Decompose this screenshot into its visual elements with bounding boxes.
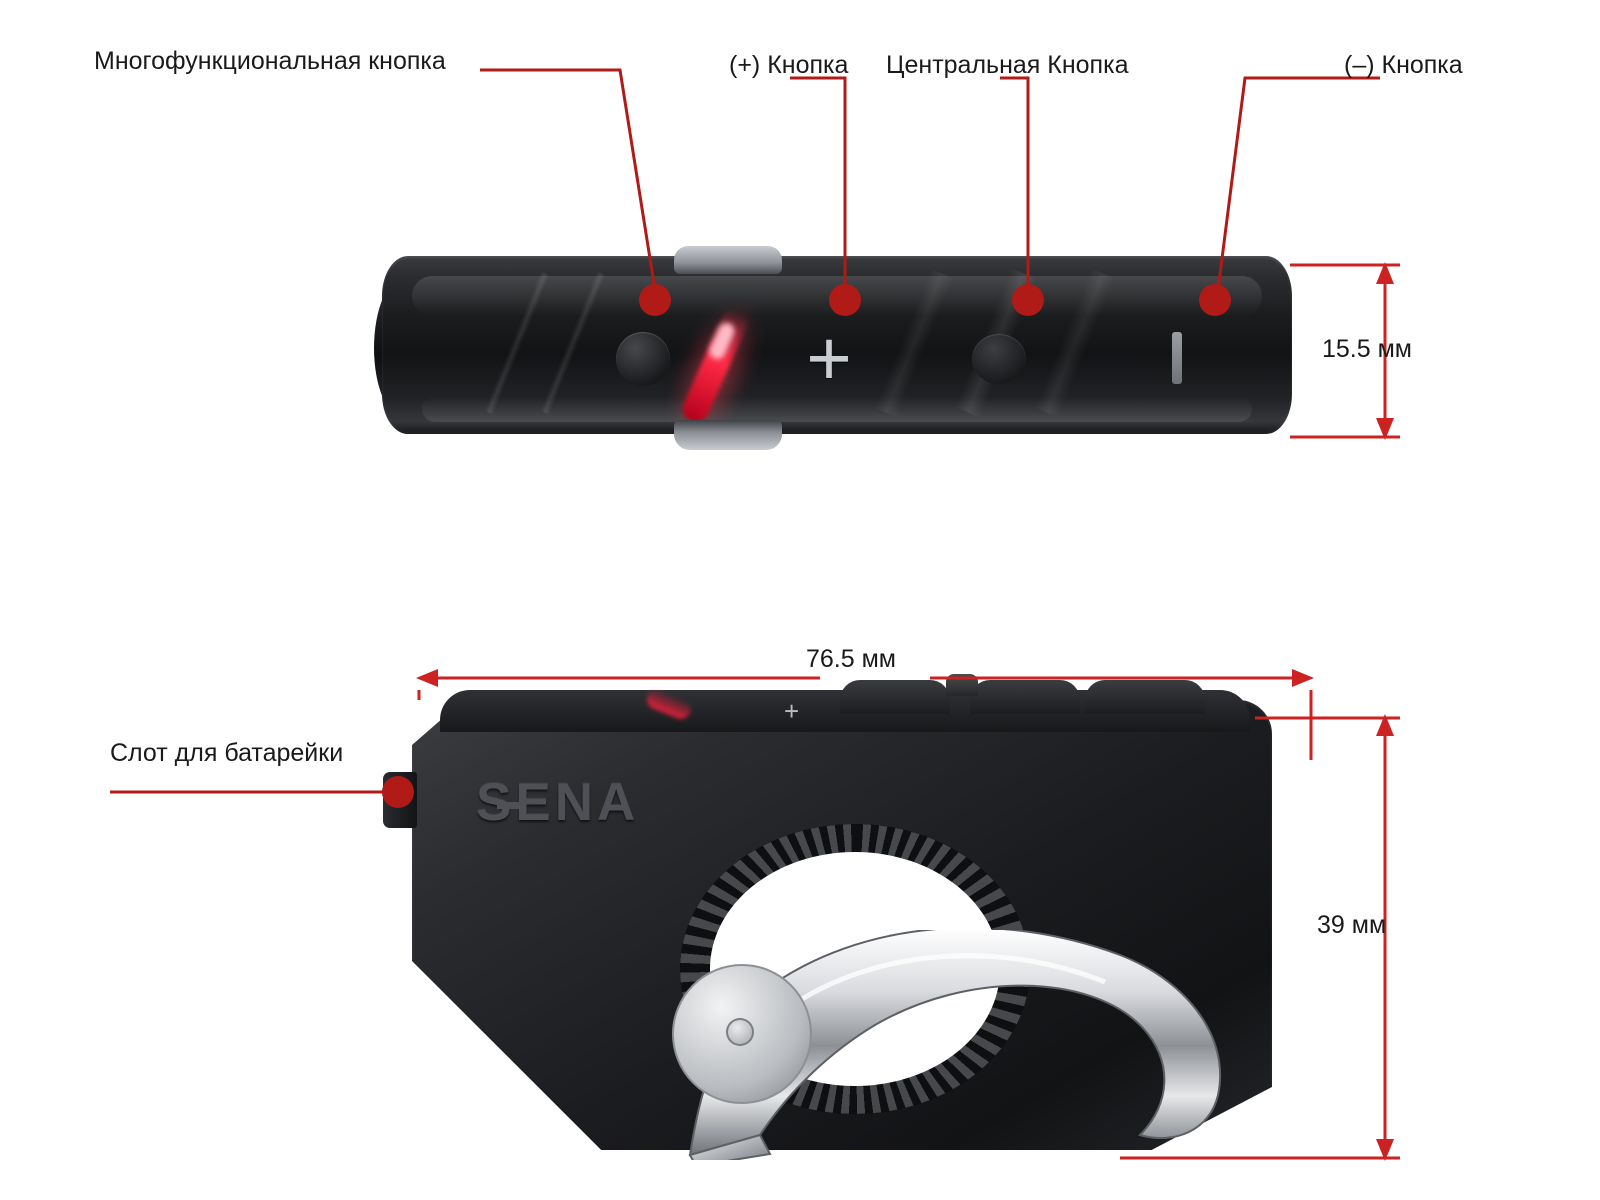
device-top-nub: [946, 674, 978, 696]
dimension-label-height-top-view: 15.5 мм: [1322, 335, 1412, 363]
device-side-view: + SENA: [380, 674, 1300, 1160]
plus-button-mark[interactable]: +: [806, 314, 852, 402]
callout-label-center-button: Центральная Кнопка: [886, 51, 1129, 79]
minus-button-mark[interactable]: [1172, 332, 1182, 384]
callout-label-plus-button: (+) Кнопка: [729, 51, 849, 79]
multifunction-button[interactable]: [616, 332, 670, 386]
battery-slot-tab[interactable]: [383, 772, 417, 828]
jack-connector-top: [674, 246, 782, 274]
brand-logo-bar: [497, 802, 521, 809]
device-top-edge-view: +: [374, 246, 1292, 450]
clamp-pivot-screw: [726, 1018, 754, 1046]
callout-label-minus-button: (–) Кнопка: [1344, 51, 1463, 79]
dimension-label-height-side-view: 39 мм: [1317, 911, 1387, 939]
callout-label-battery-slot: Слот для батарейки: [110, 739, 344, 767]
device-body: +: [382, 256, 1292, 445]
dimension-label-width-side-view: 76.5 мм: [806, 645, 896, 673]
jack-connector-bottom: [674, 420, 782, 450]
clamp-lever: [688, 930, 1222, 1160]
body-lower-highlight: [422, 396, 1252, 422]
callout-label-multifunction-button: Многофункциональная кнопка: [94, 47, 446, 75]
plus-button-mark-small: +: [784, 696, 800, 726]
device-top-bump: [840, 680, 950, 714]
device-top-bump: [1085, 680, 1205, 714]
center-button[interactable]: [972, 334, 1026, 384]
device-top-bump: [970, 680, 1080, 714]
